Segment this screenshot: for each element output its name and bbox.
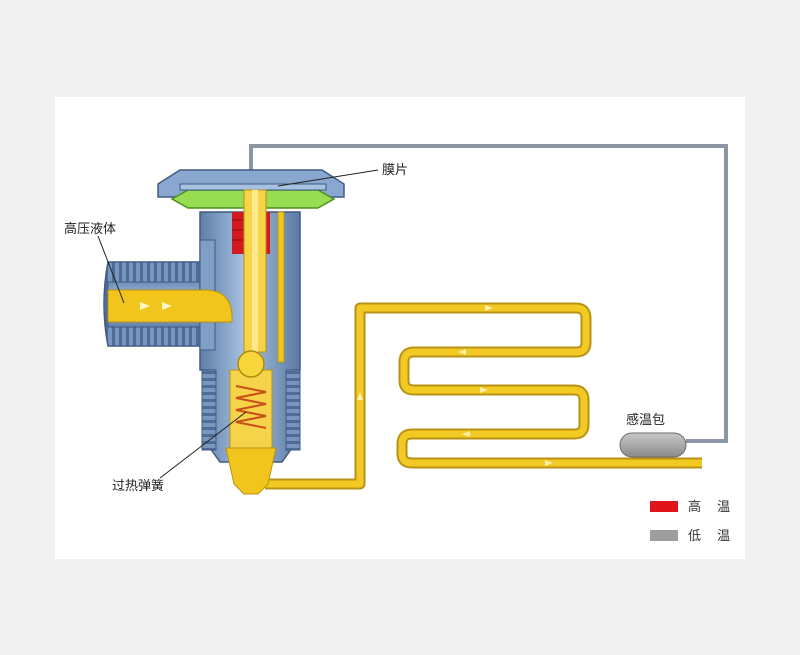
legend: 高 温 低 温 [650, 499, 736, 544]
leader-lines [97, 169, 379, 479]
capillary-tube [249, 144, 728, 443]
superheat-spring [235, 385, 267, 429]
legend-label-hot: 高 温 [688, 499, 736, 515]
legend-label-cold: 低 温 [688, 529, 736, 544]
evaporator-coil [265, 302, 702, 490]
label-diaphragm: 膜片 [382, 163, 408, 178]
label-superheat-spring: 过热弹簧 [112, 478, 164, 494]
label-sensing-bulb: 感温包 [626, 412, 665, 428]
legend-swatch-hot [650, 501, 678, 512]
sensing-bulb [619, 432, 687, 458]
legend-swatch-cold [650, 530, 678, 541]
label-high-pressure-liquid: 高压液体 [64, 221, 116, 237]
